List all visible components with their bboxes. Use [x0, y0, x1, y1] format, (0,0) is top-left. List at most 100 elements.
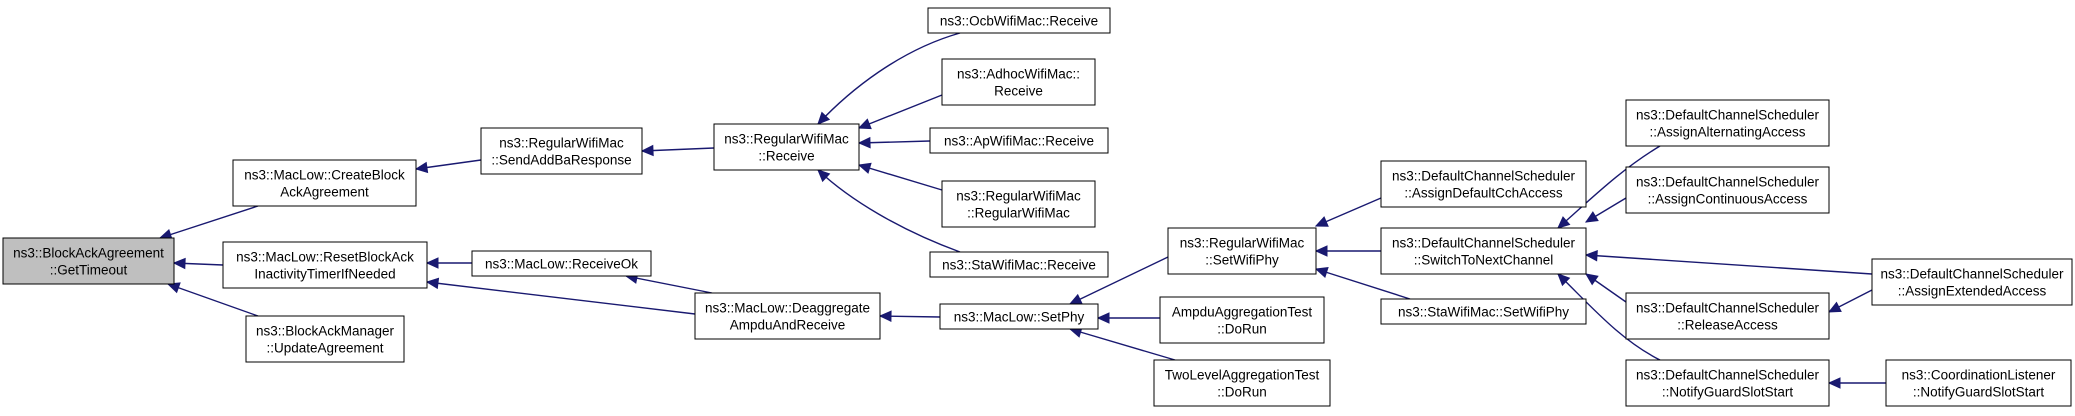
- node-box: [245, 315, 405, 363]
- node-label: ns3::DefaultChannelScheduler: [1392, 236, 1576, 251]
- node-box: [1167, 227, 1317, 275]
- node-box: [232, 159, 417, 207]
- edge-n24-n18: [1584, 249, 1873, 275]
- node-label: ns3::MacLow::ResetBlockAck: [236, 250, 414, 265]
- graph-node[interactable]: ns3::RegularWifiMac::RegularWifiMac: [941, 180, 1096, 228]
- node-box: [713, 123, 860, 171]
- node-label: ::AssignDefaultCchAccess: [1404, 186, 1563, 201]
- graph-node[interactable]: ns3::MacLow::ReceiveOk: [471, 250, 652, 277]
- arrowhead: [1314, 266, 1329, 278]
- node-box: [1159, 296, 1325, 344]
- edge-n4-n1: [414, 159, 482, 174]
- graph-node[interactable]: ns3::RegularWifiMac::SetWifiPhy: [1167, 227, 1317, 275]
- graph-node[interactable]: TwoLevelAggregationTest::DoRun: [1153, 359, 1331, 407]
- edge-n5-n2: [425, 257, 472, 269]
- node-label: ::SwitchToNextChannel: [1414, 253, 1554, 268]
- edge-line: [625, 275, 713, 294]
- node-box: [694, 292, 881, 340]
- edge-line: [858, 94, 943, 129]
- edge-line: [817, 169, 961, 253]
- node-box: [929, 127, 1109, 154]
- edge-n16-n13: [1068, 326, 1176, 361]
- node-label: ns3::CoordinationListener: [1902, 368, 2056, 383]
- node-box: [222, 241, 428, 289]
- node-label: ns3::DefaultChannelScheduler: [1880, 267, 2064, 282]
- edge-n25-n23: [1827, 377, 1886, 389]
- node-box: [927, 7, 1111, 34]
- graph-node[interactable]: ns3::RegularWifiMac::Receive: [713, 123, 860, 171]
- arrowhead: [172, 257, 186, 270]
- edge-line: [641, 147, 715, 152]
- node-label: ns3::DefaultChannelScheduler: [1636, 175, 1820, 190]
- node-box: [941, 58, 1096, 106]
- arrowhead: [817, 169, 831, 183]
- node-label: ns3::AdhocWifiMac::: [957, 67, 1080, 82]
- node-label: ns3::DefaultChannelScheduler: [1636, 368, 1820, 383]
- node-label: ns3::StaWifiMac::Receive: [942, 258, 1096, 273]
- graph-node[interactable]: ns3::AdhocWifiMac::Receive: [941, 58, 1096, 106]
- node-label: Receive: [994, 84, 1043, 99]
- edge-n18-n14: [1314, 245, 1381, 257]
- graph-node[interactable]: ns3::OcbWifiMac::Receive: [927, 7, 1111, 34]
- arrowhead: [414, 161, 429, 174]
- edge-n10-n7: [857, 136, 931, 149]
- node-box: [1380, 298, 1587, 325]
- arrowhead: [1096, 312, 1110, 324]
- node-box: [941, 180, 1096, 228]
- graph-node[interactable]: ns3::MacLow::ResetBlockAckInactivityTime…: [222, 241, 428, 289]
- node-label: ns3::RegularWifiMac: [499, 136, 624, 151]
- node-label: InactivityTimerIfNeeded: [254, 267, 395, 282]
- node-box: [2, 237, 175, 285]
- graph-node[interactable]: ns3::DefaultChannelScheduler::AssignDefa…: [1380, 160, 1587, 208]
- graph-node[interactable]: ns3::DefaultChannelScheduler::AssignAlte…: [1625, 99, 1830, 147]
- edge-line: [1069, 256, 1169, 305]
- node-label: ns3::RegularWifiMac: [956, 189, 1081, 204]
- graph-node[interactable]: ns3::DefaultChannelScheduler::ReleaseAcc…: [1625, 292, 1830, 340]
- graph-node[interactable]: ns3::BlockAckManager::UpdateAgreement: [245, 315, 405, 363]
- graph-node[interactable]: ns3::DefaultChannelScheduler::AssignExte…: [1871, 258, 2073, 306]
- graph-node[interactable]: ns3::MacLow::SetPhy: [939, 303, 1099, 330]
- node-label: AmpduAndReceive: [730, 318, 846, 333]
- node-label: ::UpdateAgreement: [266, 341, 383, 356]
- edge-n23-n18: [1557, 273, 1661, 361]
- node-box: [929, 251, 1109, 278]
- graph-node[interactable]: ns3::StaWifiMac::SetWifiPhy: [1380, 298, 1587, 325]
- arrowhead: [425, 257, 439, 269]
- graph-node[interactable]: ns3::StaWifiMac::Receive: [929, 251, 1109, 278]
- arrowhead: [640, 144, 654, 157]
- node-label: ns3::RegularWifiMac: [724, 132, 849, 147]
- node-box: [1885, 359, 2072, 407]
- node-label: AckAgreement: [280, 185, 369, 200]
- edge-n20-n18: [1557, 145, 1661, 229]
- graph-node[interactable]: ns3::DefaultChannelScheduler::AssignCont…: [1625, 166, 1830, 214]
- edge-line: [858, 140, 931, 144]
- node-label: ::DoRun: [1217, 385, 1267, 400]
- edge-line: [1585, 254, 1873, 275]
- edge-n17-n14: [1314, 197, 1382, 227]
- edge-n24-n22: [1827, 289, 1873, 313]
- node-label: ::Receive: [758, 149, 814, 164]
- arrowhead: [1557, 273, 1571, 287]
- graph-node[interactable]: ns3::ApWifiMac::Receive: [929, 127, 1109, 154]
- graph-node[interactable]: ns3::RegularWifiMac::SendAddBaResponse: [480, 127, 643, 175]
- arrowhead: [1585, 273, 1599, 286]
- node-box: [939, 303, 1099, 330]
- node-label: ::SendAddBaResponse: [491, 153, 631, 168]
- node-box: [1380, 227, 1587, 275]
- node-label: ::ReleaseAccess: [1677, 318, 1778, 333]
- node-label: ::SetWifiPhy: [1205, 253, 1279, 268]
- edge-line: [858, 164, 943, 191]
- node-box: [471, 250, 652, 277]
- node-box: [1625, 166, 1830, 214]
- node-box: [1625, 359, 1830, 407]
- graph-node[interactable]: ns3::CoordinationListener::NotifyGuardSl…: [1885, 359, 2072, 407]
- graph-node[interactable]: AmpduAggregationTest::DoRun: [1159, 296, 1325, 344]
- edge-n2-n0: [172, 257, 224, 270]
- graph-node[interactable]: ns3::DefaultChannelScheduler::SwitchToNe…: [1380, 227, 1587, 275]
- graph-nodes: ns3::BlockAckAgreement::GetTimeoutns3::M…: [2, 7, 2073, 407]
- node-label: ::AssignExtendedAccess: [1898, 284, 2047, 299]
- graph-node[interactable]: ns3::DefaultChannelScheduler::NotifyGuar…: [1625, 359, 1830, 407]
- node-label: ns3::MacLow::SetPhy: [954, 310, 1085, 325]
